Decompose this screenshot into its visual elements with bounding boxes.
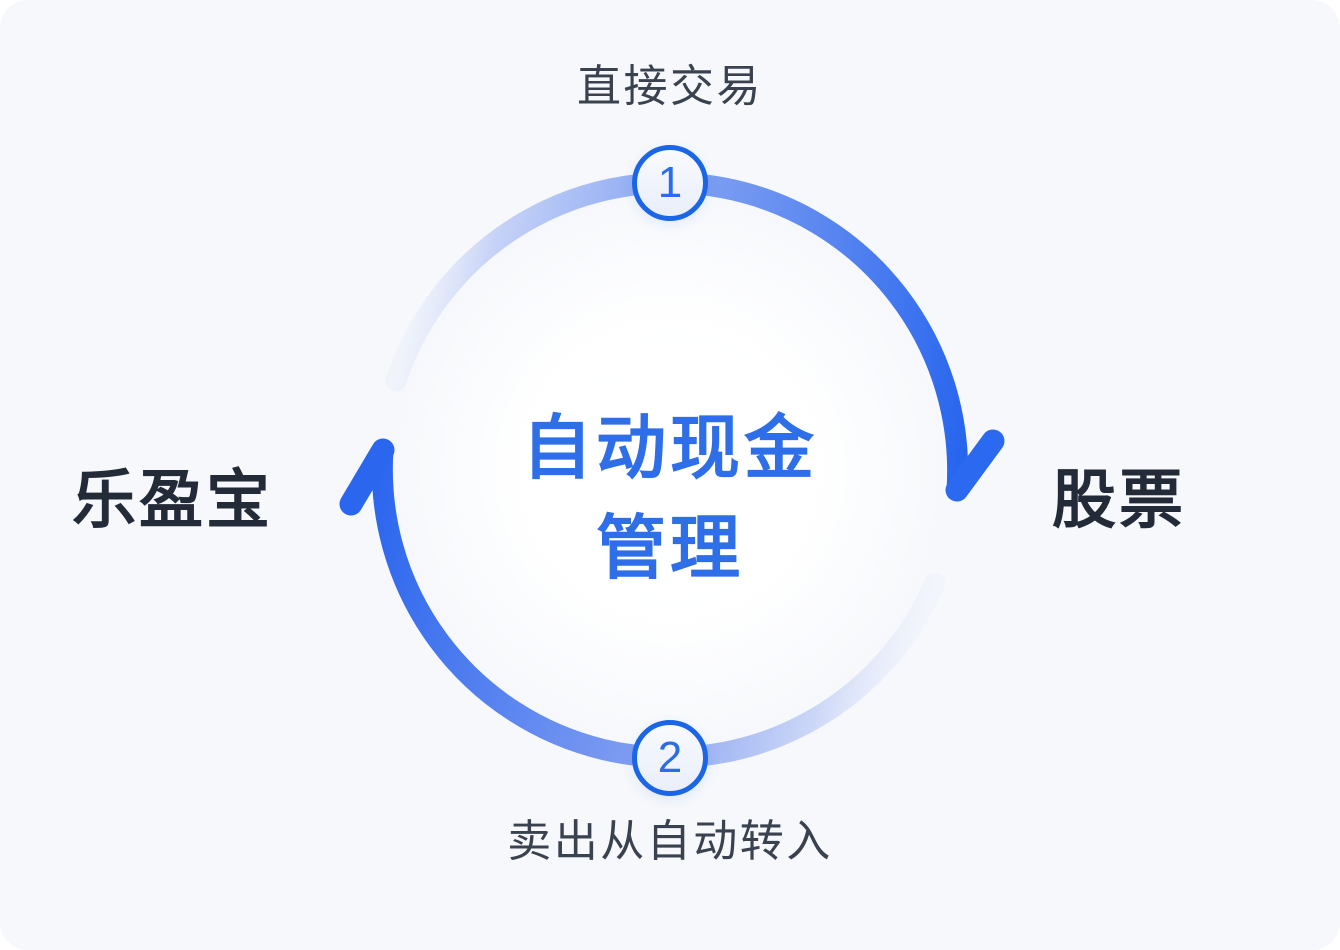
step-1-number: 1 (657, 158, 683, 207)
inner-glow-circle (365, 165, 975, 775)
bottom-caption: 卖出从自动转入 (507, 817, 833, 866)
top-arc (385, 172, 969, 501)
step-2-number: 2 (657, 733, 683, 782)
center-title-line-1: 自动现金 (522, 409, 818, 487)
step-2-badge: 2 (632, 720, 708, 796)
arrowhead-left-icon (339, 438, 395, 516)
left-node-label: 乐盈宝 (72, 464, 273, 536)
center-title: 自动现金 管理 (370, 398, 970, 598)
step-1-badge: 1 (632, 145, 708, 221)
center-title-line-2: 管理 (596, 509, 744, 587)
top-caption: 直接交易 (577, 62, 763, 111)
arrowhead-right-icon (945, 429, 1005, 502)
bottom-arc (371, 439, 946, 768)
right-node-label: 股票 (1052, 464, 1186, 536)
